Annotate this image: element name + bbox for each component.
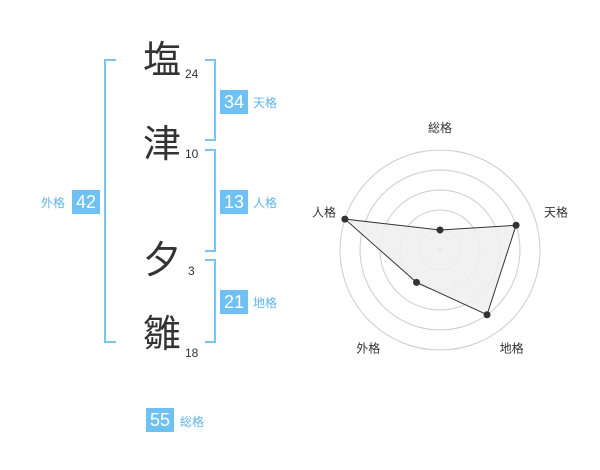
name-char-2: 津	[142, 122, 181, 166]
chikaku-label: 地格	[253, 296, 278, 310]
stroke-count-3: 3	[188, 264, 195, 278]
radar-ring	[359, 169, 521, 331]
name-char-3: 夕	[142, 238, 181, 282]
radar-point	[436, 226, 444, 234]
jinkaku-bracket	[205, 149, 216, 252]
chikaku-value: 21	[220, 290, 248, 314]
jinkaku-label: 人格	[253, 196, 278, 210]
radar-point	[483, 311, 491, 319]
soukaku-label: 総格	[180, 415, 205, 429]
stroke-count-1: 24	[185, 67, 199, 81]
jinkaku-value: 13	[220, 190, 248, 214]
tenkaku-bracket	[205, 59, 216, 141]
gaikaku-bracket	[104, 59, 116, 343]
radar-polygon	[343, 218, 517, 316]
radar-point	[341, 215, 349, 223]
radar-ring	[339, 149, 541, 351]
radar-axis-label: 総格	[428, 120, 452, 135]
name-char-1: 塩	[142, 38, 181, 82]
chikaku-bracket	[205, 259, 216, 343]
radar-axis-label: 外格	[356, 341, 380, 356]
radar-axis-label: 地格	[500, 341, 524, 356]
stroke-count-2: 10	[185, 147, 199, 161]
radar-point	[412, 278, 420, 286]
tenkaku-label: 天格	[253, 96, 278, 110]
radar-axis-label: 人格	[312, 204, 336, 219]
tenkaku-value: 34	[220, 90, 248, 114]
soukaku-value: 55	[146, 408, 174, 432]
gaikaku-value: 42	[72, 190, 100, 214]
gaikaku-label: 外格	[41, 196, 66, 210]
radar-point	[512, 221, 520, 229]
name-char-4: 雛	[142, 312, 181, 356]
radar-axis-label: 天格	[544, 204, 568, 219]
stroke-count-4: 18	[185, 346, 199, 360]
